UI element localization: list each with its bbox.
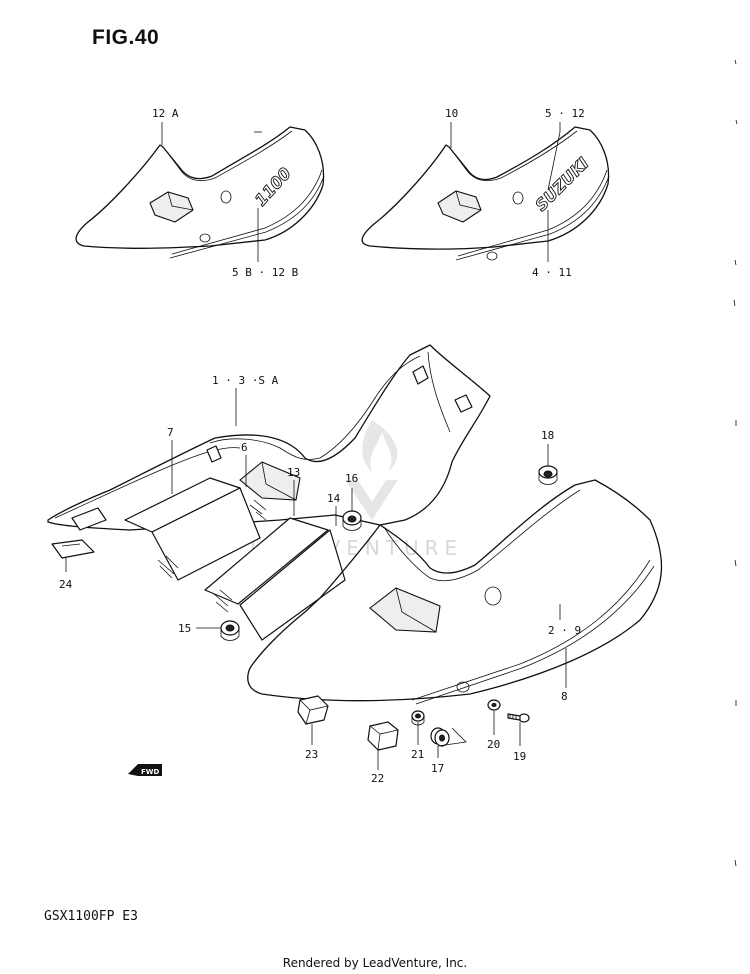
grommet-17 [430,727,450,747]
emblem-suzuki: SUZUKI [531,154,592,215]
callout-4-11: 4 · 11 [532,266,572,279]
panel-13 [204,517,329,605]
leader-lines [65,122,567,770]
panel-14 [239,529,346,641]
cushion-22 [367,721,399,751]
grommet-18 [538,465,558,485]
callout-20: 20 [487,738,500,751]
callout-5b-12b: 5 B · 12 B [232,266,299,279]
inner-panels [124,477,346,641]
model-code: GSX1100FP E3 [44,909,138,924]
callout-13: 13 [287,466,300,479]
side-cover-upper-right: SUZUKI [361,126,610,261]
grommet-16 [342,510,362,531]
hardware: FWD [51,465,558,776]
callout-24: 24 [59,578,73,591]
washer-20 [487,699,501,711]
callout-6: 6 [241,441,248,454]
callout-5-12: 5 · 12 [545,107,585,120]
side-cover-lower [247,479,663,705]
callout-8: 8 [561,690,568,703]
callout-21: 21 [411,748,424,761]
panel-hatching [157,499,267,613]
callout-14: 14 [327,492,341,505]
panel-6 [151,487,261,581]
callout-2-9: 2 · 9 [548,624,581,637]
callout-labels: 12 A 10 5 · 12 5 B · 12 B 4 · 11 1 · 3 ·… [59,107,585,785]
clip-24 [51,539,95,559]
screw-19 [507,713,530,723]
callout-16: 16 [345,472,358,485]
figure-title: FIG.40 [92,26,160,49]
callout-18: 18 [541,429,554,442]
callout-7: 7 [167,426,174,439]
side-cover-upper-left: 1100 [75,126,325,259]
scan-edge-marks [733,59,738,867]
callout-10: 10 [445,107,458,120]
callout-1-3-5a: 1 · 3 ·S A [212,374,279,387]
callout-22: 22 [371,772,384,785]
callout-17: 17 [431,762,444,775]
callout-23: 23 [305,748,318,761]
rendered-by-footer: Rendered by LeadVenture, Inc. [282,956,468,970]
cushion-23 [297,695,329,725]
callout-19: 19 [513,750,526,763]
under-cowl-main [47,344,491,531]
emblem-1100: 1100 [251,164,295,210]
fwd-arrow-icon: FWD [128,764,162,776]
callout-12a: 12 A [152,107,179,120]
fwd-label: FWD [141,768,160,776]
grommet-15 [220,620,240,641]
grommet-21 [411,710,425,726]
callout-15: 15 [178,622,191,635]
